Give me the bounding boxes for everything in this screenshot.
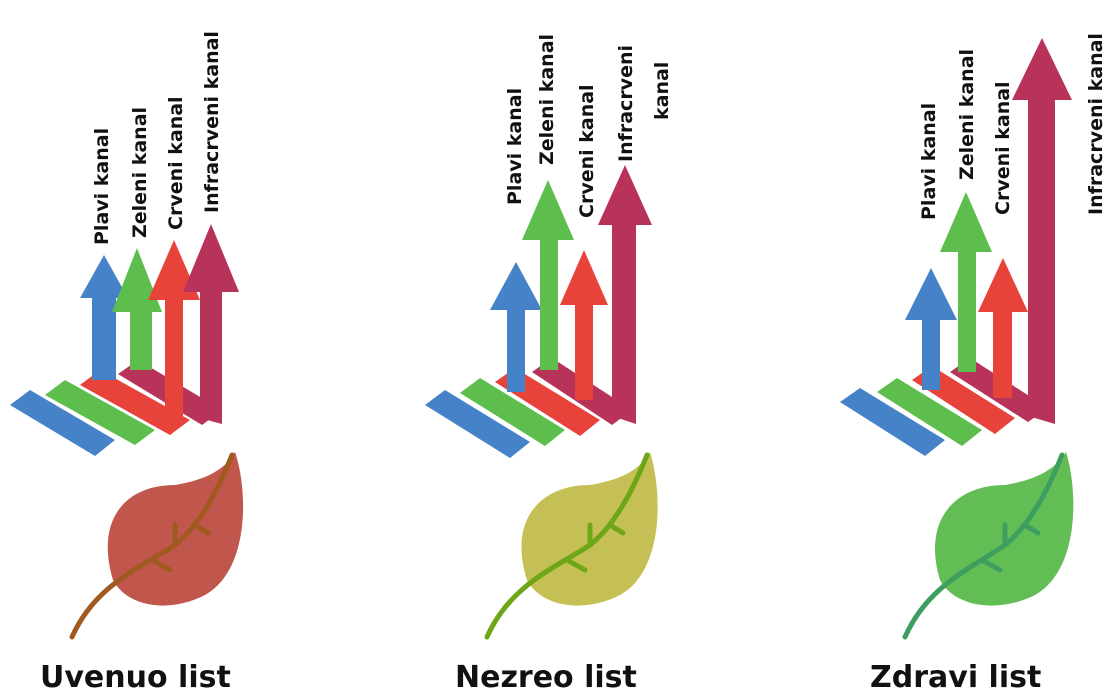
label-blue-channel: Plavi kanal xyxy=(91,128,113,245)
nir-reflected-arrow xyxy=(1012,38,1072,424)
blue-incoming-beam xyxy=(10,390,115,456)
red-reflected-arrow xyxy=(560,250,608,400)
green-incoming-beam xyxy=(45,380,155,445)
channel-labels: Plavi kanal Zeleni kanal Crveni kanal In… xyxy=(918,33,1105,220)
label-green-channel: Zeleni kanal xyxy=(536,34,558,165)
leaf-icon xyxy=(484,452,658,640)
incoming-light-beams xyxy=(425,358,632,458)
channel-labels: Plavi kanal Zeleni kanal Crveni kanal In… xyxy=(504,34,673,218)
reflected-arrows xyxy=(490,165,652,424)
incoming-light-beams xyxy=(840,358,1048,456)
label-red-channel: Crveni kanal xyxy=(576,84,598,218)
blue-incoming-beam xyxy=(840,388,945,456)
caption-nezreo: Nezreo list xyxy=(455,660,637,693)
panel-nezreo: Plavi kanal Zeleni kanal Crveni kanal In… xyxy=(425,34,673,693)
caption-uvenuo: Uvenuo list xyxy=(40,660,231,693)
label-blue-channel: Plavi kanal xyxy=(918,103,940,220)
nir-reflected-arrow xyxy=(183,224,239,424)
label-nir-channel-line2: kanal xyxy=(651,62,673,120)
reflected-arrows xyxy=(80,224,239,424)
blue-reflected-arrow xyxy=(80,255,128,380)
green-reflected-arrow xyxy=(940,192,992,372)
label-red-channel: Crveni kanal xyxy=(992,81,1014,215)
label-green-channel: Zeleni kanal xyxy=(956,49,978,180)
blue-reflected-arrow xyxy=(905,268,957,390)
nir-reflected-arrow xyxy=(598,165,652,424)
leaf-icon xyxy=(902,452,1074,640)
leaf-vein xyxy=(902,452,1065,640)
leaf-icon xyxy=(69,452,244,640)
green-incoming-beam xyxy=(460,378,565,446)
blue-incoming-beam xyxy=(425,390,530,458)
green-reflected-arrow xyxy=(112,248,162,370)
blue-reflected-arrow xyxy=(490,262,542,392)
red-incoming-beam xyxy=(80,370,190,435)
panel-zdravi: Plavi kanal Zeleni kanal Crveni kanal In… xyxy=(840,33,1105,693)
label-nir-channel: Infracrveni kanal xyxy=(1085,33,1105,215)
label-blue-channel: Plavi kanal xyxy=(504,88,526,205)
panel-uvenuo: Plavi kanal Zeleni kanal Crveni kanal In… xyxy=(10,31,244,693)
green-incoming-beam xyxy=(877,378,982,446)
leaf-vein xyxy=(484,452,650,640)
green-reflected-arrow xyxy=(522,180,574,370)
channel-labels: Plavi kanal Zeleni kanal Crveni kanal In… xyxy=(91,31,223,245)
label-green-channel: Zeleni kanal xyxy=(129,107,151,238)
label-nir-channel: Infracrveni xyxy=(615,45,637,162)
label-red-channel: Crveni kanal xyxy=(165,96,187,230)
reflected-arrows xyxy=(905,38,1072,424)
red-reflected-arrow xyxy=(978,258,1028,398)
caption-zdravi: Zdravi list xyxy=(870,660,1041,693)
leaf-vein xyxy=(69,452,235,640)
label-nir-channel: Infracrveni kanal xyxy=(201,31,223,213)
